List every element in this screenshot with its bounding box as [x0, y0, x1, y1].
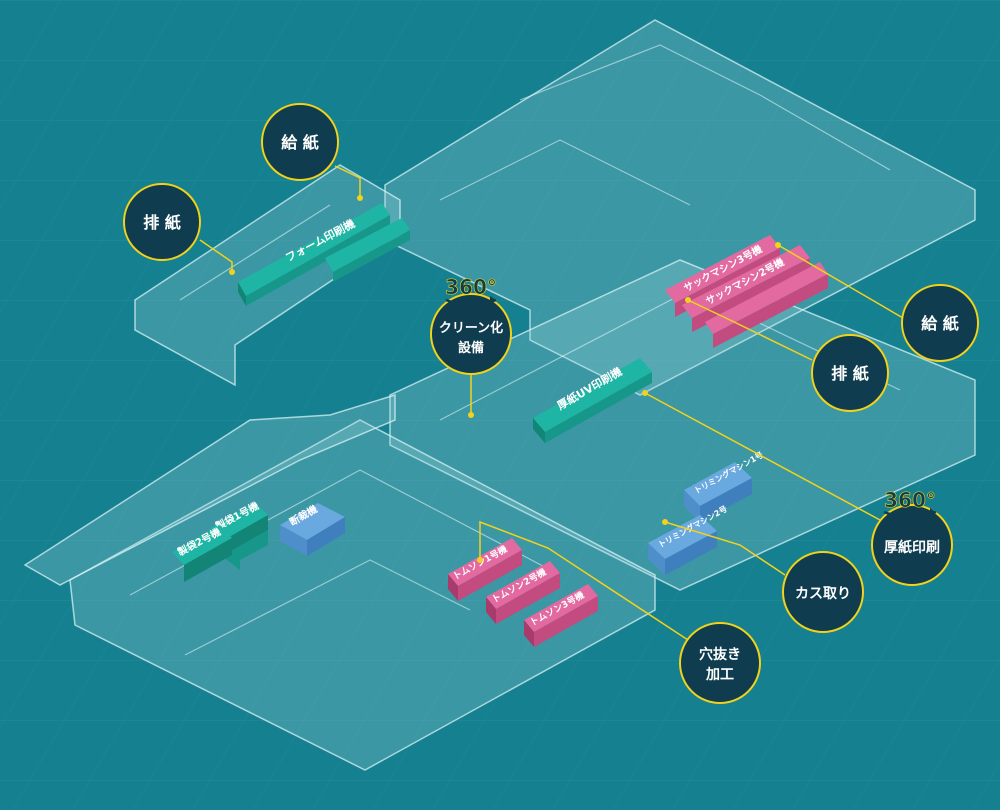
- badge-clean-360-text: 360°: [445, 275, 497, 299]
- callout-feed-right: 給 紙: [901, 284, 979, 362]
- leader-discharge-right: [687, 299, 813, 361]
- leader-thick-print: [644, 392, 881, 521]
- callout-discharge-left: 排 紙: [123, 183, 201, 261]
- floor-top-right: [384, 19, 976, 396]
- machine-sack-1: [705, 262, 828, 348]
- callout-clean-line2: 設備: [458, 340, 484, 356]
- callout-clean-line1: クリーン化: [439, 320, 503, 336]
- callout-punch-line2: 加工: [705, 667, 734, 683]
- leader-discharge-left: [199, 239, 233, 272]
- callout-discharge-right: 排 紙: [811, 334, 889, 412]
- callout-discharge-right-text: 排 紙: [831, 364, 869, 383]
- floor-bottom: [69, 419, 656, 771]
- badge-thick-360-text: 360°: [884, 488, 936, 512]
- badge-clean-360: 360°: [445, 275, 497, 307]
- walkway: [23, 393, 396, 586]
- leader-feed-right: [777, 244, 904, 319]
- callout-feed-right-text: 給 紙: [921, 314, 959, 333]
- callout-waste-removal-text: カス取り: [795, 586, 851, 602]
- leader-lines: [199, 165, 904, 641]
- callout-waste-removal: カス取り: [782, 551, 864, 633]
- leader-dots: [229, 195, 781, 563]
- callout-punch-line1: 穴抜き: [699, 646, 741, 663]
- callout-thick-print-text: 厚紙印刷: [884, 539, 940, 556]
- callout-feed-left-text: 給 紙: [281, 133, 319, 152]
- badge-thick-360: 360°: [883, 488, 937, 519]
- machine-cutter: 断裁機: [280, 502, 345, 556]
- callout-discharge-left-text: 排 紙: [143, 213, 181, 232]
- leader-punch: [479, 520, 689, 641]
- callout-thick-print: 厚紙印刷: [871, 504, 953, 586]
- leader-feed-left: [334, 165, 361, 198]
- callout-feed-left: 給 紙: [261, 103, 339, 181]
- leader-waste: [664, 521, 786, 576]
- callout-punch: 穴抜き 加工: [679, 622, 761, 704]
- callout-clean: クリーン化 設備: [430, 293, 512, 375]
